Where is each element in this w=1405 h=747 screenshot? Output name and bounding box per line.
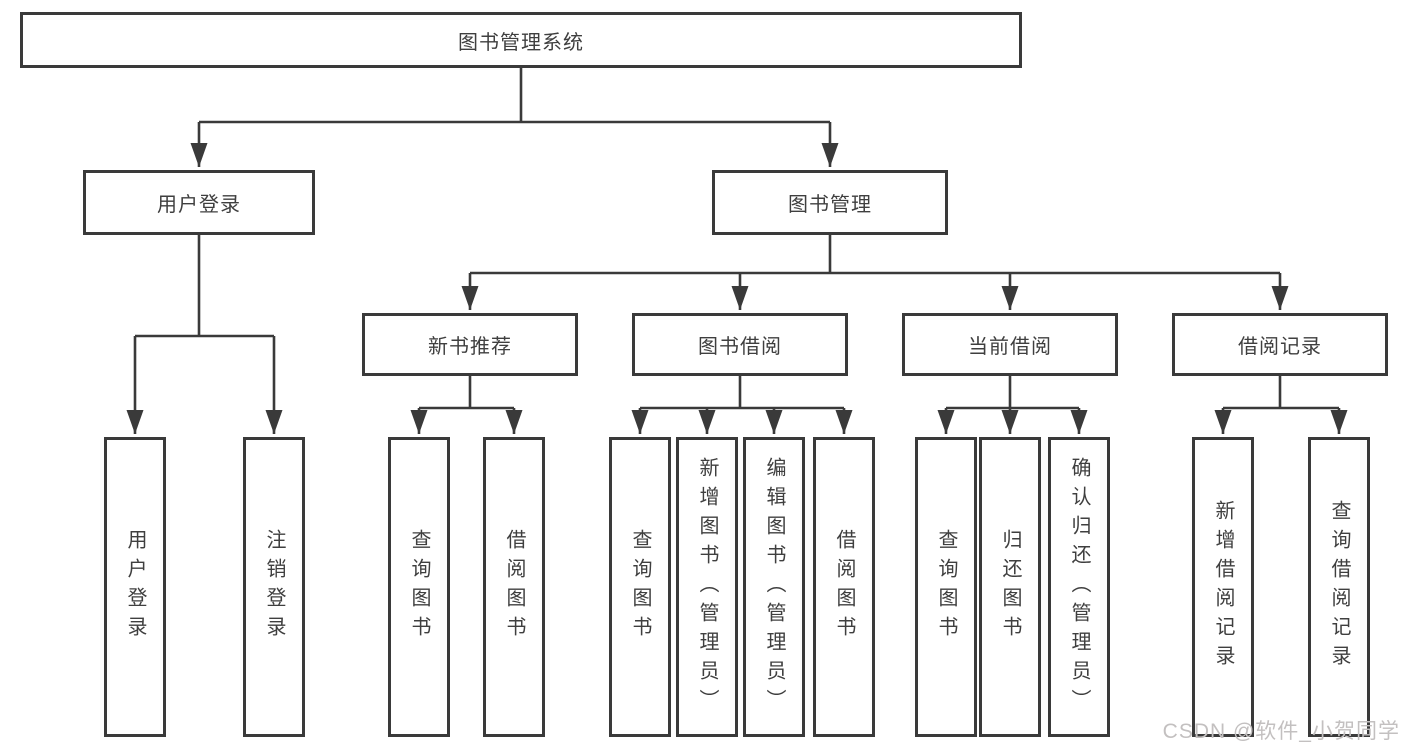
leaf-return-book: 归还图书: [979, 437, 1041, 737]
leaf-confirm-return-admin: 确认归还（管理员）: [1048, 437, 1110, 737]
leaf-label: 新增图书（管理员）: [696, 456, 718, 718]
node-current-borrowing: 当前借阅: [902, 313, 1118, 376]
leaf-label: 编辑图书（管理员）: [763, 456, 785, 718]
leaf-label: 确认归还（管理员）: [1068, 456, 1090, 718]
leaf-query-borrow-record: 查询借阅记录: [1308, 437, 1370, 737]
leaf-label: 归还图书: [999, 529, 1021, 645]
leaf-label: 查询图书: [935, 529, 957, 645]
node-label: 新书推荐: [428, 336, 512, 358]
leaf-logout: 注销登录: [243, 437, 305, 737]
leaf-query-books-borrowing: 查询图书: [609, 437, 671, 737]
node-label: 用户登录: [157, 194, 241, 216]
node-label: 图书借阅: [698, 336, 782, 358]
leaf-add-book-admin: 新增图书（管理员）: [676, 437, 738, 737]
leaf-edit-book-admin: 编辑图书（管理员）: [743, 437, 805, 737]
leaf-add-borrow-record: 新增借阅记录: [1192, 437, 1254, 737]
leaf-query-books-current: 查询图书: [915, 437, 977, 737]
leaf-user-login: 用户登录: [104, 437, 166, 737]
node-label: 图书管理: [788, 194, 872, 216]
node-user-login-branch: 用户登录: [83, 170, 315, 235]
node-label: 借阅记录: [1238, 336, 1322, 358]
node-borrowing-records: 借阅记录: [1172, 313, 1388, 376]
node-book-borrowing: 图书借阅: [632, 313, 848, 376]
leaf-query-books-recommend: 查询图书: [388, 437, 450, 737]
node-label: 当前借阅: [968, 336, 1052, 358]
leaf-label: 借阅图书: [503, 529, 525, 645]
leaf-borrow-books: 借阅图书: [813, 437, 875, 737]
leaf-label: 借阅图书: [833, 529, 855, 645]
node-library-management-system: 图书管理系统: [20, 12, 1022, 68]
node-new-book-recommendation: 新书推荐: [362, 313, 578, 376]
leaf-label: 新增借阅记录: [1212, 500, 1234, 674]
node-book-management-branch: 图书管理: [712, 170, 948, 235]
node-label: 图书管理系统: [458, 31, 584, 54]
leaf-borrow-books-recommend: 借阅图书: [483, 437, 545, 737]
csdn-watermark: CSDN @软件_小贺同学: [1162, 720, 1400, 743]
leaf-label: 查询图书: [629, 529, 651, 645]
leaf-label: 查询借阅记录: [1328, 500, 1350, 674]
leaf-label: 查询图书: [408, 529, 430, 645]
leaf-label: 注销登录: [263, 529, 285, 645]
leaf-label: 用户登录: [124, 529, 146, 645]
